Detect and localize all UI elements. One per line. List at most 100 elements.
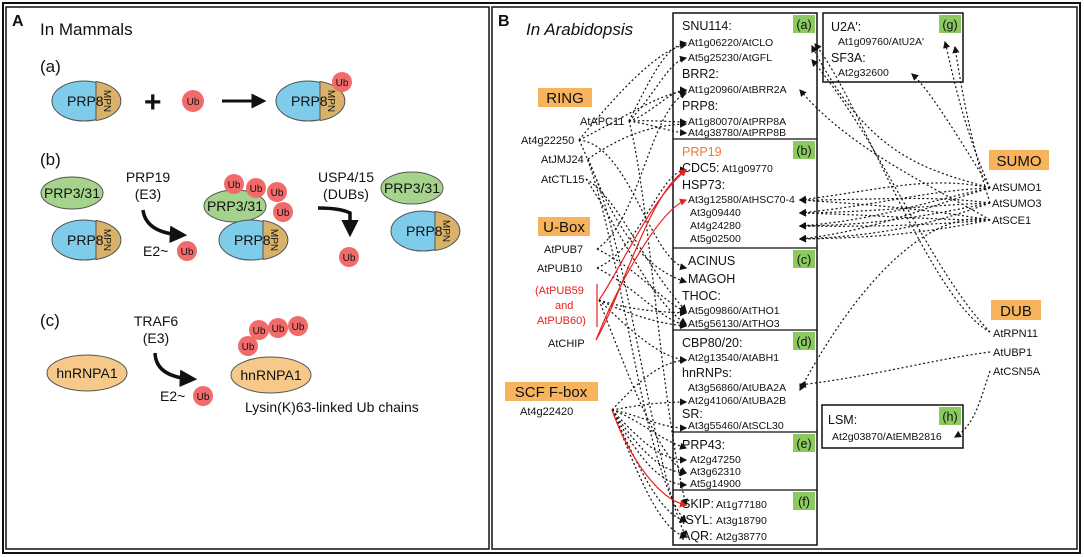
sub-c-label: (c) — [40, 311, 60, 330]
gene-and: and — [555, 300, 573, 312]
svg-text:Ub: Ub — [181, 247, 194, 258]
gene-atubp1: AtUBP1 — [993, 347, 1032, 359]
box-a: (a) SNU114: At1g06220/AtCLO At5g25230/At… — [682, 15, 815, 139]
gene-at4g22250: At4g22250 — [521, 135, 574, 147]
panel-a: A In Mammals (a) PRP8 MPN + Ub PRP8 MPN … — [5, 6, 490, 550]
panel-a-letter: A — [12, 13, 24, 30]
svg-text:MPN: MPN — [325, 90, 336, 112]
svg-text:MAGOH: MAGOH — [688, 272, 735, 286]
svg-text:At3g62310: At3g62310 — [690, 466, 741, 478]
svg-text:PRP19: PRP19 — [682, 145, 722, 159]
svg-text:At3g09440: At3g09440 — [690, 207, 741, 219]
prp19-label: PRP19 — [126, 169, 171, 185]
sub-a-label: (a) — [40, 57, 61, 76]
svg-text:At5g02500: At5g02500 — [690, 233, 741, 245]
box-f: (f) SKIP: At1g77180 ISYL: At3g18790 AQR:… — [682, 492, 815, 543]
svg-text:PRP8: PRP8 — [67, 232, 104, 248]
svg-text:hnRNPA1: hnRNPA1 — [240, 367, 301, 383]
ub-chain-c: Ub Ub Ub Ub — [238, 316, 308, 356]
svg-text:(b): (b) — [796, 144, 811, 158]
gene-atchip: AtCHIP — [548, 338, 585, 350]
ub-a1: Ub — [182, 90, 204, 112]
gene-atsce1: AtSCE1 — [992, 215, 1031, 227]
svg-text:Ub: Ub — [253, 326, 266, 337]
box-c: (c) ACINUS MAGOH THOC: At5g09860/AtTHO1 … — [682, 250, 815, 330]
sumo-category: SUMO — [997, 153, 1042, 170]
gene-atcsn5a: AtCSN5A — [993, 366, 1041, 378]
sub-b-label: (b) — [40, 150, 61, 169]
svg-text:(h): (h) — [942, 410, 957, 424]
scf-category-bg — [505, 382, 598, 401]
box-e: (e) PRP43: At2g47250 At3g62310 At5g14900 — [682, 434, 815, 490]
svg-text:At5g25230/AtGFL: At5g25230/AtGFL — [688, 52, 772, 64]
svg-text:(g): (g) — [942, 18, 957, 32]
traf6-e3-label: (E3) — [143, 330, 169, 346]
svg-text:ACINUS: ACINUS — [688, 254, 735, 268]
svg-text:MPN: MPN — [268, 229, 279, 251]
svg-text:At2g13540/AtABH1: At2g13540/AtABH1 — [688, 352, 779, 364]
svg-text:(d): (d) — [796, 335, 811, 349]
svg-text:THOC:: THOC: — [682, 289, 721, 303]
right-interaction-lines — [798, 40, 991, 438]
svg-text:Ub: Ub — [271, 188, 284, 199]
panel-a-title: In Mammals — [40, 20, 133, 39]
ub-e2-b: Ub — [177, 241, 197, 261]
usp-label: USP4/15 — [318, 169, 374, 185]
gene-atjmj24: AtJMJ24 — [541, 154, 584, 166]
e2-label-c: E2~ — [160, 388, 185, 404]
svg-text:Ub: Ub — [228, 180, 241, 191]
panel-b-frame — [491, 6, 1078, 550]
gene-atpub60: AtPUB60) — [537, 315, 586, 327]
svg-text:At3g12580/AtHSC70-4: At3g12580/AtHSC70-4 — [688, 194, 795, 206]
svg-text:PRP8: PRP8 — [406, 223, 443, 239]
svg-text:SKIP:: SKIP: — [682, 497, 714, 511]
svg-text:PRP8: PRP8 — [67, 93, 104, 109]
ring-category-bg — [538, 88, 592, 107]
svg-text:hnRNPA1: hnRNPA1 — [56, 365, 117, 381]
hnrnpa1-c1: hnRNPA1 — [46, 354, 128, 392]
svg-text:Ub: Ub — [187, 97, 200, 108]
svg-text:Ub: Ub — [242, 342, 255, 353]
box-d: (d) CBP80/20: At2g13540/AtABH1 hnRNPs: A… — [682, 332, 815, 432]
svg-text:MPN: MPN — [440, 220, 451, 242]
svg-text:At3g55460/AtSCL30: At3g55460/AtSCL30 — [688, 420, 784, 432]
dubs-label: (DUBs) — [323, 186, 369, 202]
svg-text:PRP3/31: PRP3/31 — [44, 185, 100, 201]
svg-text:MPN: MPN — [101, 90, 112, 112]
svg-text:At2g03870/AtEMB2816: At2g03870/AtEMB2816 — [832, 431, 942, 443]
svg-text:PRP3/31: PRP3/31 — [384, 180, 440, 196]
gene-atapc11: AtAPC11 — [580, 116, 624, 128]
svg-text:Ub: Ub — [277, 208, 290, 219]
gene-atpub10: AtPUB10 — [537, 263, 582, 275]
box-g: (g) U2A': At1g09760/AtU2A' SF3A: At2g326… — [822, 12, 964, 83]
svg-text:SR:: SR: — [682, 407, 703, 421]
svg-text:CDC5:: CDC5: — [682, 161, 720, 175]
svg-text:Ub: Ub — [272, 324, 285, 335]
ub-chain-b: Ub Ub Ub Ub — [224, 174, 293, 222]
svg-text:hnRNPs:: hnRNPs: — [682, 366, 732, 380]
svg-text:At1g77180: At1g77180 — [716, 499, 767, 511]
svg-text:SNU114:: SNU114: — [682, 19, 732, 33]
svg-text:AQR:: AQR: — [682, 529, 713, 543]
box-h: (h) LSM: At2g03870/AtEMB2816 — [821, 404, 964, 449]
lysine-caption: Lysin(K)63-linked Ub chains — [245, 399, 419, 415]
central-box-stack — [672, 12, 818, 546]
svg-text:Ub: Ub — [250, 184, 263, 195]
svg-text:(c): (c) — [797, 253, 812, 267]
prp8-mpn-b3: PRP8 MPN — [390, 210, 461, 252]
svg-text:At3g56860/AtUBA2A: At3g56860/AtUBA2A — [688, 382, 786, 394]
svg-text:U2A':: U2A': — [831, 20, 861, 34]
gene-atpub7: AtPUB7 — [544, 244, 583, 256]
svg-text:PRP8: PRP8 — [291, 93, 328, 109]
prp8-mpn-complex-a1: PRP8 MPN — [51, 80, 122, 122]
svg-text:(e): (e) — [796, 437, 811, 451]
svg-text:At1g09770: At1g09770 — [722, 163, 773, 175]
prp331-b1: PRP3/31 — [40, 176, 104, 210]
ring-category: RING — [546, 90, 584, 107]
svg-text:PRP8:: PRP8: — [682, 99, 718, 113]
prp8-mpn-complex-a2: PRP8 MPN Ub — [275, 72, 352, 122]
svg-text:At2g41060/AtUBA2B: At2g41060/AtUBA2B — [688, 395, 786, 407]
svg-text:Ub: Ub — [292, 322, 305, 333]
